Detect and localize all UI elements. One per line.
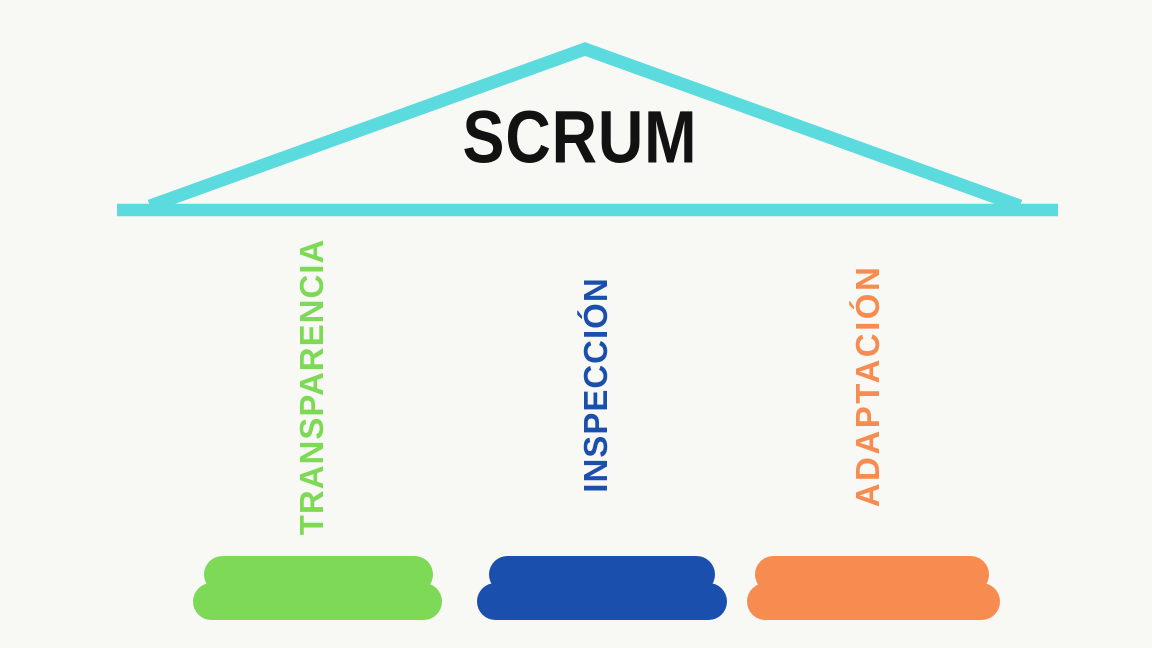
scrum-title: SCRUM	[462, 95, 698, 179]
pillar-base-transparencia-bottom	[193, 583, 442, 620]
pillar-label-transparencia: TRANSPARENCIA	[293, 238, 330, 536]
pillar-label-inspeccion: INSPECCIÓN	[577, 277, 614, 493]
pillar-label-adaptacion: ADAPTACIÓN	[849, 264, 886, 508]
pillar-base-adaptacion-bottom	[747, 583, 1000, 620]
pillar-base-inspeccion-bottom	[477, 583, 727, 620]
roof-triangle-outline	[147, 42, 1023, 213]
